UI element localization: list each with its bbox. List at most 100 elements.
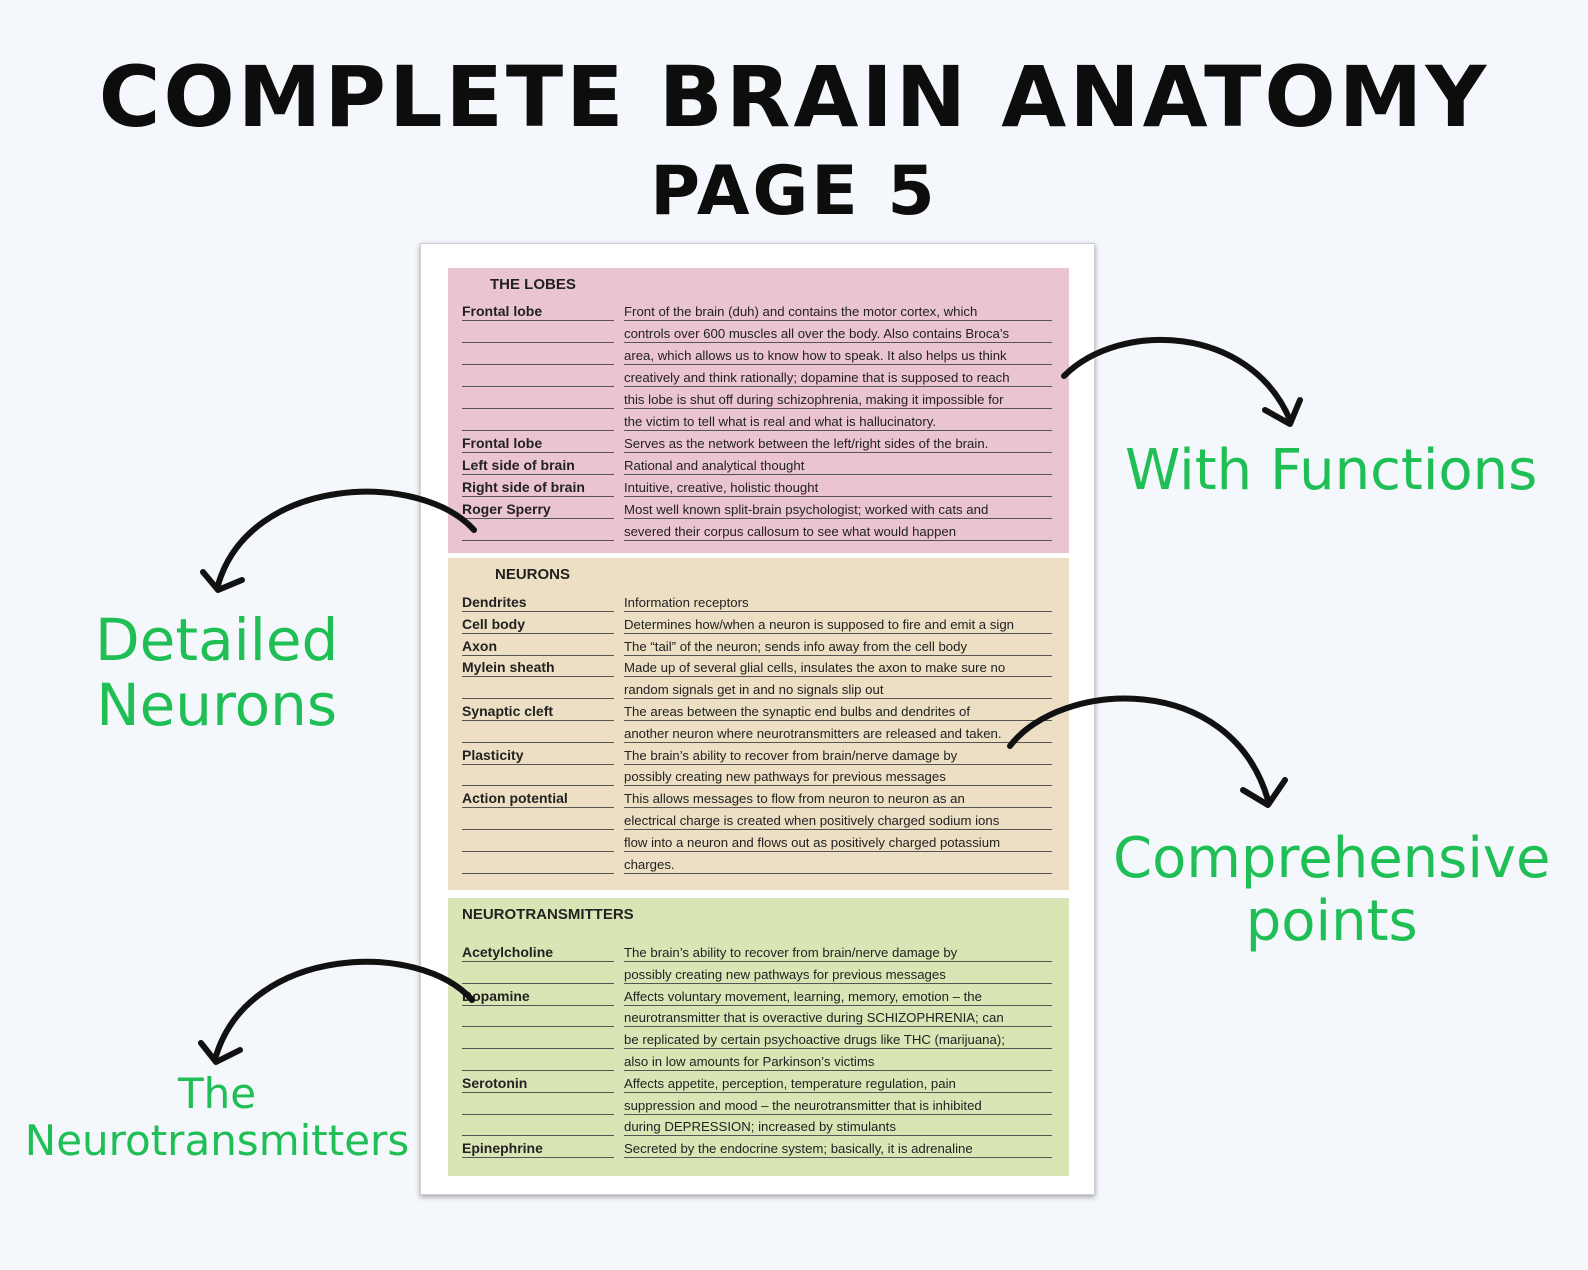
term-label: Action potential [462, 790, 568, 807]
term-label: Roger Sperry [462, 501, 551, 517]
term-description-line: flow into a neuron and flows out as posi… [624, 834, 1001, 850]
callout-comprehensive-points: Comprehensive points [1113, 826, 1551, 954]
term-rule [462, 342, 614, 343]
term-rule [462, 540, 614, 541]
term-description-line: controls over 600 muscles all over the b… [624, 326, 1010, 341]
term-description-line: The “tail” of the neuron; sends info awa… [624, 638, 968, 654]
term-rule [462, 474, 614, 475]
term-rule [462, 430, 614, 431]
term-description-line: electrical charge is created when positi… [624, 813, 1000, 828]
description-rule [624, 1135, 1052, 1137]
term-rule [462, 408, 614, 409]
term-rule [462, 829, 614, 830]
term-description-line: during DEPRESSION; increased by stimulan… [624, 1119, 896, 1135]
term-rule [462, 961, 614, 962]
description-rule [624, 1113, 1052, 1115]
description-rule [624, 1157, 1052, 1159]
worksheet-preview: THE LOBES Front of the brain (duh) and c… [420, 243, 1095, 1195]
description-rule [624, 320, 1052, 321]
term-label: Acetylcholine [462, 944, 554, 960]
description-rule [624, 785, 1052, 787]
term-description-line: another neuron where neurotransmitters a… [624, 725, 1002, 741]
term-label: Plasticity [462, 746, 524, 763]
term-description-line: Affects appetite, perception, temperatur… [624, 1075, 956, 1091]
term-description-line: The brain’s ability to recover from brai… [624, 945, 958, 960]
term-rule [462, 741, 614, 743]
term-description-line: Intuitive, creative, holistic thought [624, 480, 819, 495]
description-rule [624, 982, 1052, 984]
term-rule [462, 518, 614, 519]
arrow-curve-points [1007, 695, 1271, 803]
callout-line: Detailed [95, 606, 339, 674]
page-title: COMPLETE BRAIN ANATOMY [98, 48, 1490, 146]
description-rule [624, 496, 1052, 497]
callout-line: Comprehensive [1113, 826, 1551, 891]
term-description-line: area, which allows us to know how to spe… [624, 348, 1007, 363]
term-label: Right side of brain [462, 479, 585, 495]
description-rule [624, 1026, 1052, 1028]
term-description-line: Secreted by the endocrine system; basica… [624, 1141, 973, 1157]
description-rule [624, 1004, 1052, 1006]
arrow-head-neurotransmitters [198, 1040, 243, 1065]
term-description-line: creatively and think rationally; dopamin… [624, 370, 1010, 385]
term-rule [462, 850, 614, 852]
term-rule [462, 982, 614, 984]
callout-neurotransmitters: The Neurotransmitters [22, 1070, 412, 1164]
term-rule [462, 611, 614, 612]
arrow-head-neurons [200, 569, 245, 593]
arrow-head-points [1240, 777, 1288, 808]
term-description-line: Affects voluntary movement, learning, me… [624, 988, 982, 1004]
term-description-line: Front of the brain (duh) and contains th… [624, 304, 978, 319]
description-rule [624, 540, 1052, 541]
term-rule [462, 698, 614, 700]
description-rule [624, 474, 1052, 475]
term-description-line: Made up of several glial cells, insulate… [624, 660, 1006, 676]
term-rule [462, 452, 614, 453]
term-rule [462, 386, 614, 387]
description-rule [624, 872, 1052, 874]
page-subtitle: PAGE 5 [650, 152, 938, 231]
term-label: Dopamine [462, 987, 530, 1004]
description-rule [624, 654, 1052, 656]
term-label: Mylein sheath [462, 659, 555, 676]
term-rule [462, 1113, 614, 1115]
description-rule [624, 763, 1052, 765]
callout-line: Neurotransmitters [24, 1116, 410, 1166]
term-description-line: neurotransmitter that is overactive duri… [624, 1010, 1004, 1026]
term-rule [462, 364, 614, 365]
description-rule [624, 1091, 1052, 1093]
term-rule [462, 676, 614, 678]
term-description-line: Most well known split-brain psychologist… [624, 502, 989, 517]
description-rule [624, 676, 1052, 678]
term-rule [462, 720, 614, 721]
arrow-curve-functions [1061, 337, 1293, 423]
term-label: Frontal lobe [462, 303, 543, 319]
description-rule [624, 850, 1052, 852]
description-rule [624, 364, 1052, 365]
term-rule [462, 632, 614, 634]
term-description-line: Determines how/when a neuron is supposed… [624, 616, 1014, 632]
callout-functions: With Functions [1125, 438, 1538, 503]
term-label: Cell body [462, 615, 526, 632]
callout-line: points [1245, 888, 1418, 954]
term-rule [462, 1004, 614, 1006]
description-rule [624, 807, 1052, 809]
description-rule [624, 741, 1052, 743]
term-rule [462, 1026, 614, 1028]
term-description-line: The areas between the synaptic end bulbs… [624, 704, 971, 719]
term-description-line: This allows messages to flow from neuron… [624, 791, 965, 807]
term-description-line: the victim to tell what is real and what… [624, 414, 936, 429]
term-rule [462, 872, 614, 874]
term-description-line: possibly creating new pathways for previ… [624, 966, 946, 982]
description-rule [624, 698, 1052, 700]
term-label: Epinephrine [462, 1140, 543, 1157]
term-label: Frontal lobe [462, 435, 543, 451]
description-rule [624, 829, 1052, 830]
term-description-line: random signals get in and no signals sli… [624, 682, 884, 698]
term-rule [462, 763, 614, 765]
term-description-line: charges. [624, 856, 675, 872]
section-title: NEUROTRANSMITTERS [462, 906, 634, 923]
term-description-line: Rational and analytical thought [624, 458, 805, 473]
